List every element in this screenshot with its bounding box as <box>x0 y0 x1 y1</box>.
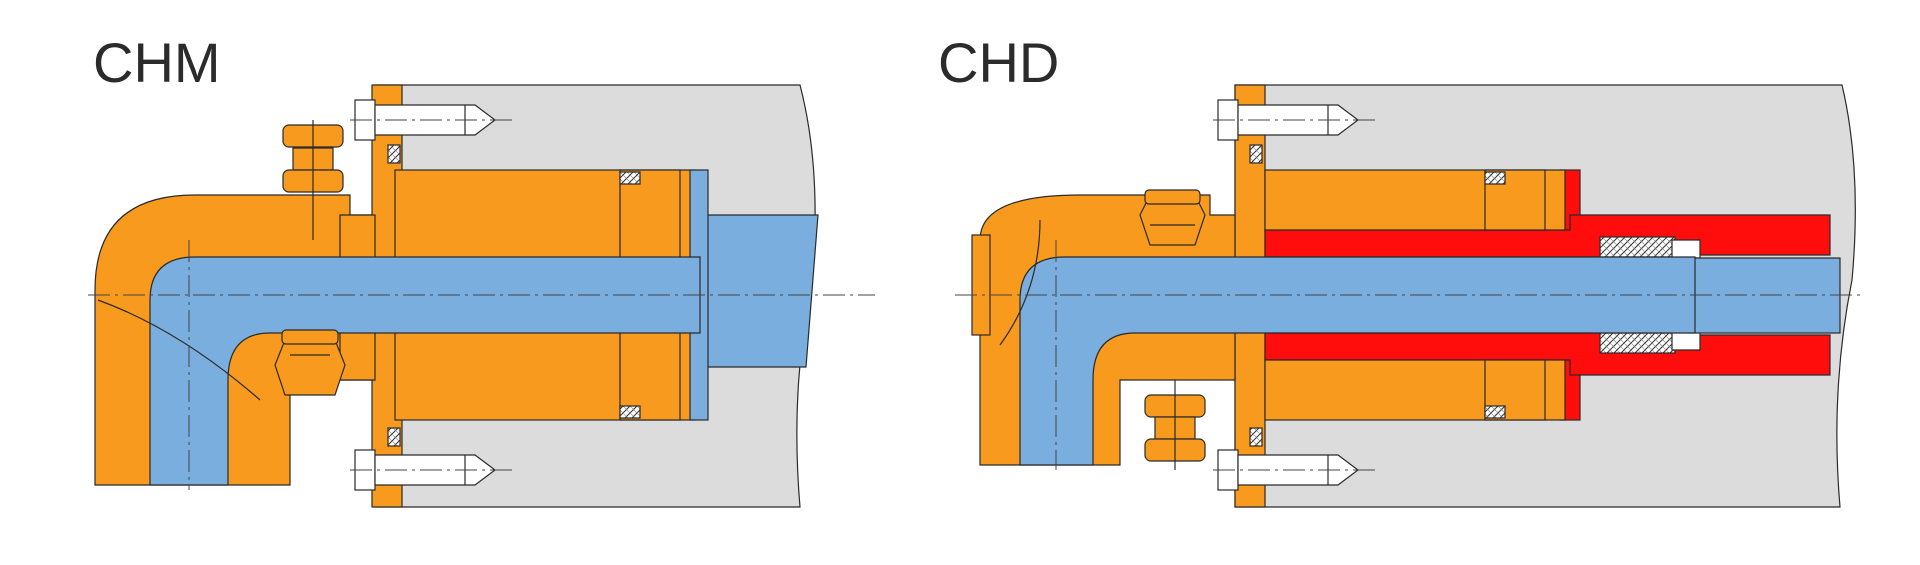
chd-seal-bottom <box>1249 427 1263 447</box>
chd-bolt-bottom <box>1213 449 1378 491</box>
chm-bolt-bottom <box>350 449 515 491</box>
chm-seal-top <box>387 144 401 164</box>
chd-elbow-cap <box>971 234 991 336</box>
chm-machine-bore <box>689 214 819 368</box>
chd-title: CHD <box>938 31 1059 94</box>
chd-sleeve-bottom <box>1599 332 1676 354</box>
chd-bottom-nut <box>1144 380 1206 470</box>
chm-top-nut <box>282 120 344 240</box>
chd-oring-bottom <box>1484 405 1506 419</box>
chm-bottom-nut <box>274 329 346 396</box>
chm-title: CHM <box>93 31 221 94</box>
chd-oring-top <box>1484 171 1506 185</box>
chm-diagram: CHM <box>88 31 875 508</box>
chd-flow-channel <box>1019 256 1696 466</box>
chd-sleeve-top <box>1599 236 1676 258</box>
chm-flow-channel <box>149 256 701 486</box>
chm-oring-bottom <box>619 405 641 419</box>
chm-seal-bottom <box>387 427 401 447</box>
chm-oring-top <box>619 171 641 185</box>
chm-side-curve <box>97 299 261 401</box>
chd-diagram: CHD <box>938 31 1860 508</box>
chd-top-nut <box>1139 189 1206 246</box>
chm-bolt-top <box>350 99 515 141</box>
chd-side-curve <box>999 219 1041 346</box>
chd-bolt-top <box>1213 99 1378 141</box>
chd-seal-top <box>1249 144 1263 164</box>
